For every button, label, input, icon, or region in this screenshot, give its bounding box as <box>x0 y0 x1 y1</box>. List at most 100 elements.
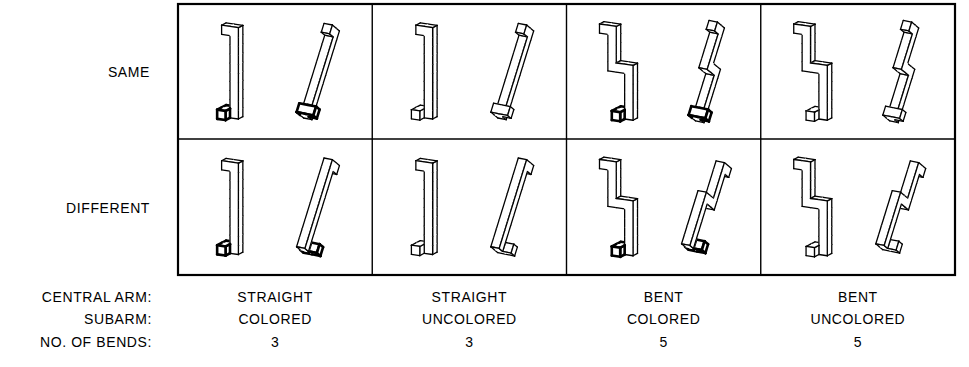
cube-edge <box>222 34 230 35</box>
cube-edge <box>827 111 828 120</box>
cube-face <box>330 25 336 37</box>
cube-edge <box>888 240 891 249</box>
cube-edge <box>525 49 528 58</box>
cube-face <box>802 158 815 162</box>
cube-edge <box>899 41 902 50</box>
cube-face <box>827 199 831 210</box>
cube-edge <box>242 80 243 89</box>
colored-edge <box>313 115 317 118</box>
cube-face <box>608 161 616 171</box>
cube-edge <box>411 245 412 254</box>
block-figure <box>217 23 243 120</box>
cube-edge <box>718 69 721 78</box>
cube-edge <box>896 213 899 222</box>
cube-edge <box>884 208 887 217</box>
cube-edge <box>424 63 425 72</box>
cube-face <box>802 34 810 44</box>
cube-edge <box>436 62 437 71</box>
cube-edge <box>624 209 625 218</box>
cube-face <box>625 227 633 237</box>
cube-edge <box>424 118 432 119</box>
cube-edge <box>632 84 633 93</box>
cube-edge <box>229 90 230 99</box>
cube-face <box>616 24 620 35</box>
cube-edge <box>424 54 425 63</box>
cube-edge <box>322 35 325 44</box>
cube-face <box>819 209 827 219</box>
cube-edge <box>612 23 620 24</box>
cube-edge <box>229 189 230 198</box>
cube-edge <box>793 24 794 33</box>
cube-edge <box>238 37 239 46</box>
cube-edge <box>229 63 230 72</box>
cube-edge <box>222 25 230 26</box>
cube-edge <box>424 162 432 163</box>
cube-edge <box>505 243 513 245</box>
cube-edge <box>724 163 728 166</box>
cube-edge <box>599 159 600 168</box>
cube-edge <box>424 100 425 109</box>
cube-edge <box>616 180 617 189</box>
cube-edge <box>908 55 911 64</box>
cube-edge <box>706 93 709 102</box>
cube-edge <box>714 201 717 210</box>
cube-edge <box>519 189 522 198</box>
cube-face <box>794 24 802 34</box>
cube-face <box>806 111 814 121</box>
cube-edge <box>511 253 515 256</box>
cube-face <box>424 90 432 100</box>
cube-edge <box>242 170 243 179</box>
cube-edge <box>629 197 637 198</box>
cube-edge <box>632 111 633 120</box>
cube-edge <box>722 28 725 37</box>
cube-edge <box>424 208 425 217</box>
block-figure <box>682 161 732 253</box>
cube-edge <box>330 171 333 180</box>
cube-edge <box>424 36 425 45</box>
cube-edge <box>424 226 425 235</box>
cube-edge <box>814 119 818 121</box>
cube-edge <box>508 107 511 116</box>
cube-edge <box>503 80 506 89</box>
cube-edge <box>810 45 811 54</box>
cube-face <box>802 179 810 189</box>
cube-edge <box>511 216 514 225</box>
cube-edge <box>308 80 311 89</box>
cube-edge <box>510 107 514 110</box>
cube-edge <box>424 244 425 253</box>
cube-edge <box>436 98 437 107</box>
cube-edge <box>530 28 534 31</box>
cube-edge <box>886 106 894 108</box>
cube-face <box>499 105 510 116</box>
cube-edge <box>242 98 243 107</box>
cube-edge <box>827 228 828 237</box>
cube-edge <box>810 171 811 180</box>
cube-edge <box>523 58 526 67</box>
cube-edge <box>908 161 911 170</box>
cube-edge <box>494 229 497 238</box>
cube-edge <box>794 169 802 170</box>
cube-edge <box>637 63 638 72</box>
cube-edge <box>238 64 239 73</box>
cube-edge <box>229 100 230 109</box>
block-figure <box>794 157 832 257</box>
cube-edge <box>238 101 239 110</box>
cube-edge <box>620 187 621 196</box>
cube-edge <box>624 92 625 101</box>
cube-edge <box>620 42 621 51</box>
cube-edge <box>801 53 802 62</box>
cube-edge <box>599 33 607 34</box>
cube-edge <box>436 234 437 243</box>
cube-face <box>612 244 625 248</box>
cube-edge <box>326 66 329 75</box>
cube-edge <box>715 34 718 43</box>
cube-face <box>693 240 704 251</box>
cube-edge <box>500 88 503 97</box>
cube-face <box>608 53 616 63</box>
cube-face <box>230 63 238 73</box>
cube-edge <box>505 194 508 203</box>
cube-edge <box>238 209 239 218</box>
cube-edge <box>717 22 721 25</box>
cube-edge <box>424 90 425 99</box>
cube-edge <box>890 231 893 240</box>
